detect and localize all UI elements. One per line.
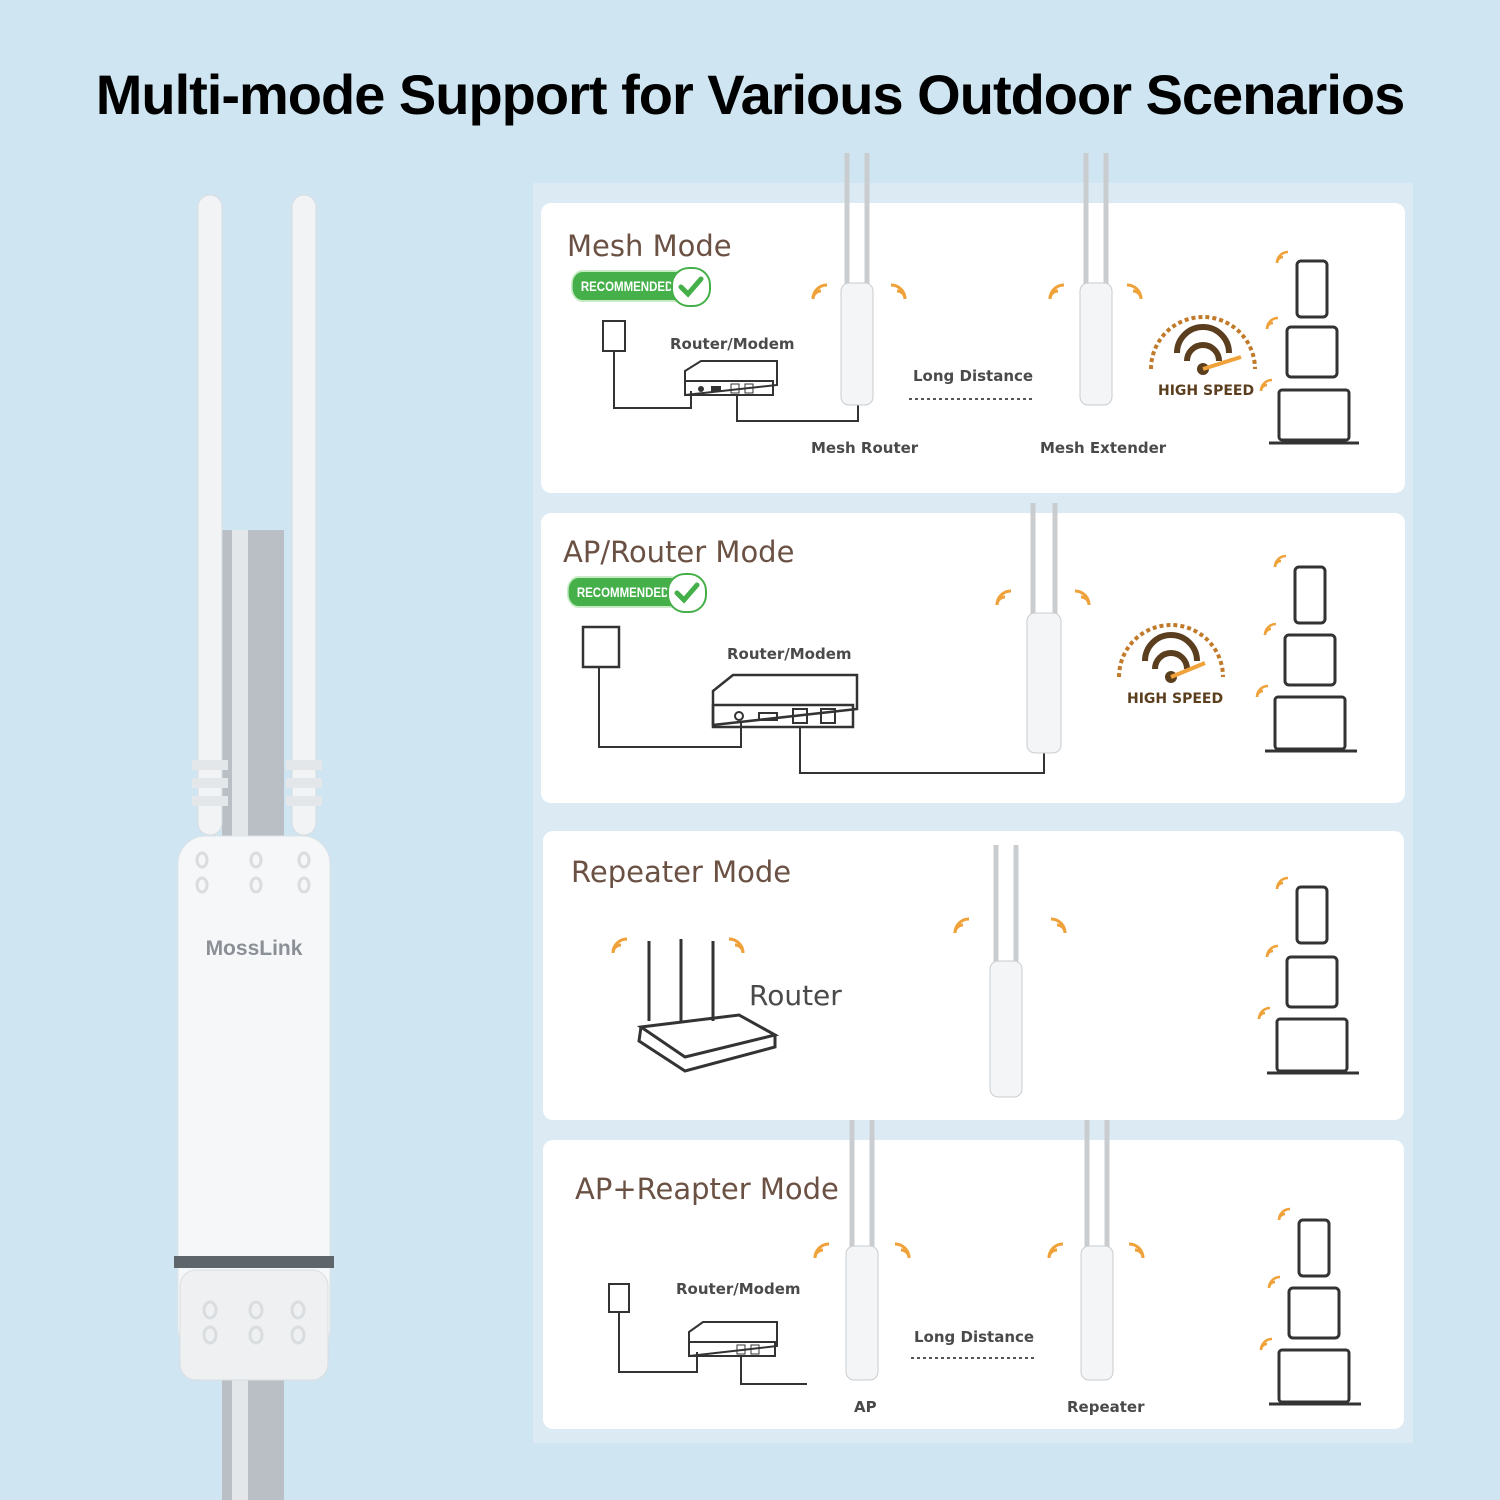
recommended-badge: RECOMMENDED xyxy=(567,573,707,613)
mode-title: AP/Router Mode xyxy=(563,535,795,569)
mesh-extender-device-icon xyxy=(1079,153,1113,406)
repeater-label: Repeater xyxy=(1067,1398,1145,1416)
page-headline: Multi-mode Support for Various Outdoor S… xyxy=(95,63,1406,126)
check-icon xyxy=(667,573,707,613)
wifi-signal-icon xyxy=(811,283,1143,300)
client-devices-icon xyxy=(1267,885,1359,1075)
router-icon xyxy=(688,1321,778,1358)
wifi-router-icon xyxy=(636,939,780,1073)
speed-gauge-icon xyxy=(1149,315,1257,375)
ap-device-icon xyxy=(845,1120,879,1381)
long-distance-label: Long Distance xyxy=(913,367,1034,385)
badge-label: RECOMMENDED xyxy=(567,576,683,608)
power-plug-icon xyxy=(602,320,626,352)
router-icon xyxy=(711,673,859,729)
mode-title: Repeater Mode xyxy=(571,855,792,889)
router-modem-label: Router/Modem xyxy=(670,335,795,353)
mesh-router-label: Mesh Router xyxy=(811,439,919,457)
router-label: Router xyxy=(749,979,842,1012)
ap-label: AP xyxy=(854,1398,877,1416)
speed-gauge-icon xyxy=(1117,623,1225,683)
router-modem-label: Router/Modem xyxy=(676,1280,801,1298)
mesh-extender-label: Mesh Extender xyxy=(1040,439,1167,457)
ap-router-mode-card: AP/Router Mode RECOMMENDED Router/Modem … xyxy=(541,503,1405,803)
repeater-mode-card: Repeater Mode Router xyxy=(543,831,1404,1120)
high-speed-label: HIGH SPEED xyxy=(1158,383,1255,399)
wifi-signal-icon xyxy=(611,917,1067,954)
client-devices-icon xyxy=(1265,565,1357,753)
access-point-product-image: MossLink xyxy=(174,194,334,1500)
badge-label: RECOMMENDED xyxy=(571,270,687,302)
mesh-diagram xyxy=(602,153,1359,445)
repeater-device-icon xyxy=(1080,1120,1114,1381)
high-speed-label: HIGH SPEED xyxy=(1127,691,1224,707)
power-plug-icon xyxy=(581,625,621,669)
ap-repeater-mode-card: AP+Reapter Mode Router/Modem Long Distan… xyxy=(543,1120,1404,1429)
repeater-device-icon xyxy=(989,845,1023,1098)
repeater-diagram xyxy=(611,845,1359,1098)
access-point-device-icon xyxy=(1026,503,1062,754)
mode-title: Mesh Mode xyxy=(567,229,732,263)
power-plug-icon xyxy=(608,1283,630,1313)
mesh-router-device-icon xyxy=(840,153,874,406)
long-distance-label: Long Distance xyxy=(914,1328,1035,1346)
router-modem-label: Router/Modem xyxy=(727,645,852,663)
wifi-signal-icon xyxy=(813,1242,1145,1259)
wifi-signal-icon xyxy=(995,589,1091,606)
recommended-badge: RECOMMENDED xyxy=(571,267,711,307)
mesh-mode-card: Mesh Mode RECOMMENDED Router/Modem Long … xyxy=(541,153,1405,493)
ap-repeater-diagram xyxy=(608,1120,1361,1406)
ap-router-diagram xyxy=(581,503,1357,774)
brand-logo: MossLink xyxy=(206,937,303,960)
router-icon xyxy=(684,360,778,397)
client-devices-icon xyxy=(1269,259,1359,445)
mode-title: AP+Reapter Mode xyxy=(575,1172,839,1206)
check-icon xyxy=(671,267,711,307)
client-devices-icon xyxy=(1269,1218,1361,1406)
